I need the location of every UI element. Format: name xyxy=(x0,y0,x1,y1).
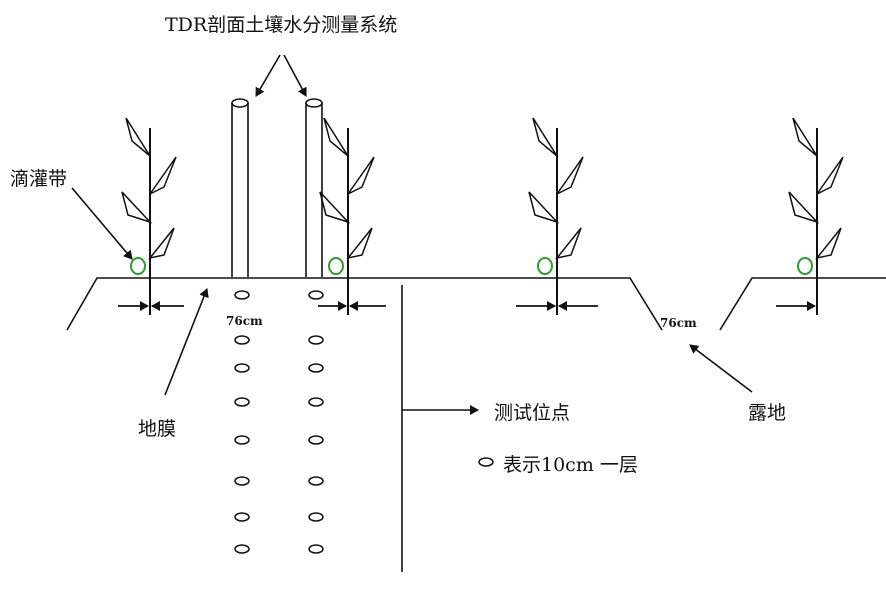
measurement-point-icon xyxy=(234,512,250,522)
plant-icon xyxy=(319,117,375,315)
ground-surface-mulched xyxy=(66,277,663,331)
measurement-point-icon xyxy=(234,290,250,300)
measurement-point-icon xyxy=(234,544,250,554)
plant-icon xyxy=(788,117,844,315)
arrow-icon xyxy=(164,288,209,396)
arrow-icon xyxy=(71,187,133,260)
diagram-title: TDR剖面土壤水分测量系统 xyxy=(165,14,398,36)
measurement-point-icon xyxy=(308,544,324,554)
label-row-spacing-right: 76cm xyxy=(660,316,697,330)
label-mulch: 地膜 xyxy=(138,418,177,440)
label-row-spacing-left: 76cm xyxy=(226,314,263,328)
ground-surface-bare xyxy=(719,277,886,331)
measurement-point-icon xyxy=(308,476,324,486)
measurement-point-icon xyxy=(234,476,250,486)
measurement-point-icon xyxy=(308,397,324,407)
arrow-icon xyxy=(283,54,307,97)
label-bare-ground: 露地 xyxy=(748,402,787,424)
drip-emitter-icon xyxy=(797,257,813,275)
label-test-points: 测试位点 xyxy=(494,402,571,424)
plant-icon xyxy=(121,117,177,315)
measurement-point-icon xyxy=(478,457,494,467)
arrow-icon xyxy=(689,344,753,393)
measurement-point-icon xyxy=(234,397,250,407)
arrow-icon xyxy=(255,54,281,97)
drip-emitter-icon xyxy=(130,257,146,275)
measurement-point-icon xyxy=(308,363,324,373)
drip-emitter-icon xyxy=(537,257,553,275)
measurement-point-icon xyxy=(234,435,250,445)
measurement-point-icon xyxy=(234,363,250,373)
measurement-point-icon xyxy=(234,335,250,345)
measurement-point-icon xyxy=(308,435,324,445)
measurement-point-icon xyxy=(308,335,324,345)
plant-icon xyxy=(528,117,584,315)
drip-emitter-icon xyxy=(328,257,344,275)
tdr-tube-icon xyxy=(305,98,323,277)
legend-layer-text: 表示10cm 一层 xyxy=(503,454,638,476)
tdr-tube-icon xyxy=(231,98,249,277)
measurement-point-icon xyxy=(308,290,324,300)
measurement-point-icon xyxy=(308,512,324,522)
label-drip-tape: 滴灌带 xyxy=(10,168,68,190)
